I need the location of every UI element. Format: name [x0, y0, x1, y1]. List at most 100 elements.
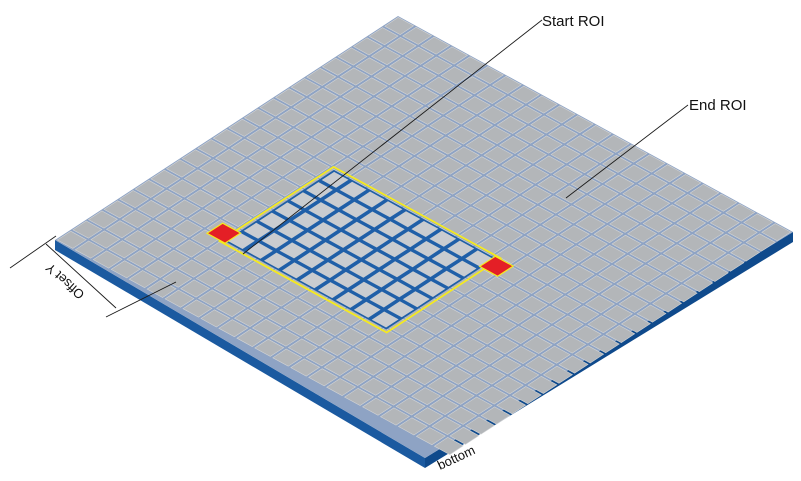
sensor-pixel [228, 118, 259, 137]
sensor-pixel [546, 255, 577, 274]
sensor-pixel [357, 357, 388, 376]
sensor-pixel [402, 26, 433, 45]
sensor-pixel [411, 106, 442, 125]
sensor-pixel [515, 275, 546, 294]
sensor-pixel [427, 96, 458, 115]
sensor-pixel [640, 194, 671, 213]
sensor-pixel [450, 296, 481, 315]
roi-pixel [342, 201, 369, 218]
roi-pixel [393, 211, 421, 228]
roi-pixel [395, 231, 423, 248]
leader-lines [242, 19, 689, 255]
sensor-pixel [524, 205, 555, 224]
sensor-pixel [526, 225, 557, 244]
roi-pixel [333, 271, 361, 288]
sensor-pixel [655, 184, 686, 203]
sensor-pixel [466, 286, 497, 305]
sensor-pixel [183, 169, 214, 188]
sensor-pixel [247, 278, 278, 297]
sensor-pixel [313, 127, 344, 146]
sensor-pixel [344, 107, 375, 126]
sensor-pixel [283, 298, 314, 317]
sensor-pixel [144, 259, 175, 278]
roi-pixel [418, 281, 446, 297]
sensor-pixel [652, 294, 683, 313]
sensor-pixel [137, 199, 168, 218]
sensor-pixel [525, 355, 555, 374]
roi-pixel [357, 191, 385, 208]
roi-pixel [326, 211, 354, 228]
sensor-pixel [562, 245, 593, 264]
sensor-pixel [458, 76, 489, 95]
roi-outline [217, 165, 503, 334]
sensor-pixel [152, 189, 183, 208]
sensor-pixel [424, 357, 455, 375]
sensor-pixel [600, 285, 631, 303]
sensor-pixel [319, 318, 349, 337]
roi-pixel [308, 202, 336, 219]
sensor-pixel [380, 127, 411, 146]
sensor-pixel [420, 36, 451, 55]
sensor-pixel [595, 245, 626, 263]
sensor-pixel [662, 244, 693, 263]
roi-pixel [259, 212, 287, 229]
sensor-pixel [355, 57, 386, 76]
sensor-pixel [471, 326, 502, 345]
sensor-pixel [435, 306, 466, 325]
sensor-pixel [411, 387, 442, 406]
roi-pixel [429, 230, 457, 247]
sensor-pixel [575, 215, 606, 234]
sensor-pixel [328, 117, 359, 136]
sensor-pixel [367, 157, 398, 176]
sensor-pixel [357, 77, 388, 96]
sensor-pixel [481, 126, 512, 145]
sensor-pixel [694, 223, 725, 242]
roi-pixel [371, 311, 399, 328]
sensor-pixel [382, 147, 413, 166]
sensor-pixel [218, 319, 249, 338]
sensor-pixel [714, 253, 745, 272]
end-roi-label: End ROI [689, 97, 747, 114]
sensor-pixel [463, 116, 494, 135]
sensor-pixel [246, 128, 277, 147]
sensor-pixel [452, 166, 483, 185]
sensor-pixel [557, 205, 588, 224]
sensor-pixel [121, 210, 152, 229]
sensor-pixel [527, 95, 558, 114]
sensor-pixel [591, 205, 622, 223]
sensor-pixel [678, 234, 709, 253]
sensor-pixel [478, 386, 509, 405]
sensor-pixel [275, 88, 306, 107]
sensor-pixel [436, 176, 467, 195]
sensor-pixel [588, 185, 619, 203]
sensor-pixel [599, 134, 630, 153]
sensor-pixel [509, 85, 540, 104]
sensor-pixel [667, 284, 698, 303]
sensor-pixel [468, 306, 499, 325]
sensor-pixel [139, 219, 170, 238]
sensor-pixel [727, 223, 758, 242]
sensor-pixel [496, 396, 527, 415]
sensor-pixel [162, 269, 193, 288]
sensor-pixel [388, 337, 419, 356]
sensor-pixel [553, 315, 584, 334]
roi-pixel [367, 271, 394, 288]
sensor-pixel [230, 138, 261, 157]
sensor-pixel [439, 346, 470, 365]
sensor-pixel [315, 147, 346, 166]
sensor-pixel [419, 317, 450, 335]
sensor-pixel [503, 175, 534, 194]
sensor-pixel [624, 204, 655, 223]
sensor-pixel [627, 224, 658, 243]
sensor-pixel [537, 175, 568, 194]
sensor-pixel [377, 387, 408, 406]
roi-pixel [315, 262, 343, 279]
sensor-pixel [484, 296, 515, 315]
sensor-pixel [285, 318, 316, 337]
sensor-pixel [602, 305, 633, 323]
sensor-pixel [409, 86, 440, 105]
sensor-pixel [72, 220, 103, 239]
sensor-pixel [253, 188, 284, 207]
sensor-pixel [429, 397, 460, 415]
sensor-pixel [730, 243, 761, 262]
